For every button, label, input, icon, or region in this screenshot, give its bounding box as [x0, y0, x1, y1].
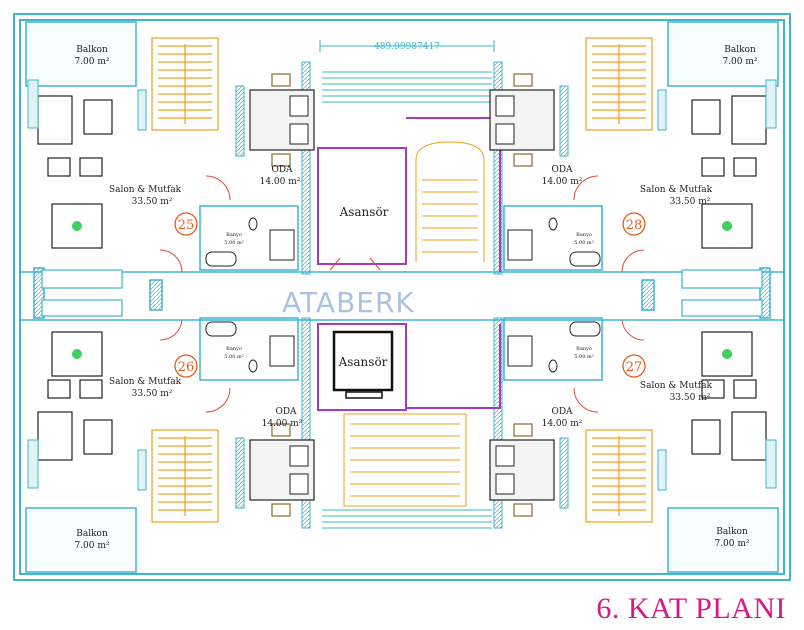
salon-area-tr: 33.50 m²: [670, 197, 711, 207]
elevator-label-bottom: Asansör: [338, 355, 388, 369]
banyo-label-tr: Banyo: [576, 232, 592, 238]
banyo-area-bl: 5.00 m²: [224, 354, 243, 360]
plan-title: 6. KAT PLANI: [596, 592, 786, 625]
banyo-area-tr: 5.00 m²: [574, 240, 593, 246]
unit-number-28: 28: [626, 218, 643, 233]
dimension-line: [319, 40, 495, 52]
elevator-car: [332, 330, 394, 399]
banyo-label-tl: Banyo: [226, 232, 242, 238]
unit-number-26: 26: [178, 360, 195, 375]
salon-label-bl: Salon & Mutfak: [109, 377, 182, 387]
balkon-label-tr: Balkon: [724, 45, 756, 55]
salon-label-tl: Salon & Mutfak: [109, 185, 182, 195]
balconies: [25, 21, 779, 573]
banyo-area-tl: 5.00 m²: [224, 240, 243, 246]
balkon-area-tl: 7.00 m²: [74, 57, 109, 67]
balkon-area-br: 7.00 m²: [714, 539, 749, 549]
oda-label-tl: ODA: [271, 165, 293, 175]
unit-number-25: 25: [178, 218, 195, 233]
dimension-label: 489.99987417: [374, 42, 440, 52]
watermark-text: ATABERK: [282, 286, 415, 319]
oda-label-tr: ODA: [551, 165, 573, 175]
apartment-stair-top-right: [585, 37, 653, 131]
balkon-label-br: Balkon: [716, 527, 748, 537]
balkon-area-bl: 7.00 m²: [74, 541, 109, 551]
balkon-area-tr: 7.00 m²: [722, 57, 757, 67]
oda-area-tl: 14.00 m²: [260, 177, 301, 187]
balkon-label-bl: Balkon: [76, 529, 108, 539]
elevator-label-top: Asansör: [339, 205, 389, 219]
apartment-stair-bottom-left: [151, 429, 219, 523]
oda-label-br: ODA: [551, 407, 573, 417]
salon-area-bl: 33.50 m²: [132, 389, 173, 399]
banyo-area-br: 5.00 m²: [574, 354, 593, 360]
unit-number-27: 27: [626, 360, 643, 375]
banyo-label-br: Banyo: [576, 346, 592, 352]
bed-pillows: [289, 95, 515, 495]
oda-area-br: 14.00 m²: [542, 419, 583, 429]
bathroom-fixtures: [205, 217, 601, 373]
dining-tables: [51, 203, 753, 377]
salon-label-br: Salon & Mutfak: [640, 381, 713, 391]
salon-area-tl: 33.50 m²: [132, 197, 173, 207]
oda-area-bl: 14.00 m²: [262, 419, 303, 429]
main-stair: [343, 141, 485, 507]
door-swings: [159, 175, 645, 413]
balkon-label-tl: Balkon: [76, 45, 108, 55]
apartment-stair-bottom-right: [585, 429, 653, 523]
oda-area-tr: 14.00 m²: [542, 177, 583, 187]
interior-walls: [235, 61, 569, 529]
apartment-stair-top-left: [151, 37, 219, 131]
windows: [27, 79, 777, 491]
bathrooms: [199, 205, 603, 381]
living-furniture: [37, 95, 767, 461]
banyo-label-bl: Banyo: [226, 346, 242, 352]
unit-markers: [174, 212, 646, 378]
salon-area-br: 33.50 m²: [670, 393, 711, 403]
oda-label-bl: ODA: [275, 407, 297, 417]
salon-label-tr: Salon & Mutfak: [640, 185, 713, 195]
central-corridor: [20, 267, 784, 321]
corridor-lines: [322, 71, 492, 529]
nightstands: [271, 73, 533, 517]
kitchen-counters: [41, 269, 763, 317]
outer-walls: [13, 13, 791, 581]
